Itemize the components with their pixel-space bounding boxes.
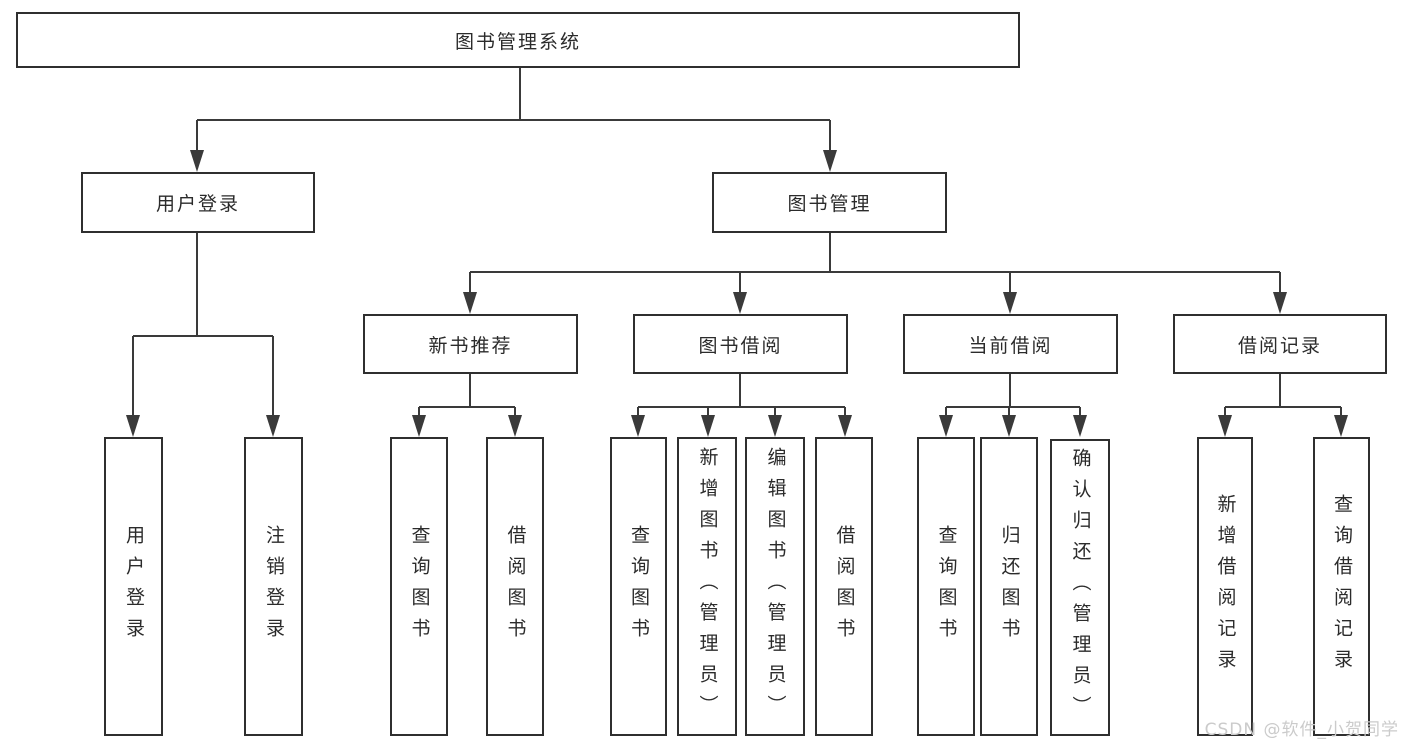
- node-book-management: 图书管理: [712, 172, 947, 233]
- leaf-query-books-recommend: 查询图书: [390, 437, 448, 736]
- node-user-login: 用户登录: [81, 172, 315, 233]
- leaf-user-login: 用户登录: [104, 437, 163, 736]
- leaf-return-books: 归还图书: [980, 437, 1038, 736]
- node-library-management-system: 图书管理系统: [16, 12, 1020, 68]
- leaf-add-book-admin: 新增图书（管理员）: [677, 437, 737, 736]
- node-current-borrowing: 当前借阅: [903, 314, 1118, 374]
- arrowheads: [126, 150, 1348, 437]
- leaf-confirm-return-admin: 确认归还（管理员）: [1050, 439, 1110, 736]
- leaf-borrow-books-recommend: 借阅图书: [486, 437, 544, 736]
- leaf-query-borrow-record: 查询借阅记录: [1313, 437, 1370, 736]
- node-borrowing-records: 借阅记录: [1173, 314, 1387, 374]
- csdn-watermark: CSDN @软件_小贺同学: [1204, 720, 1399, 740]
- leaf-edit-book-admin: 编辑图书（管理员）: [745, 437, 805, 736]
- leaf-add-borrow-record: 新增借阅记录: [1197, 437, 1253, 736]
- node-book-borrowing: 图书借阅: [633, 314, 848, 374]
- node-new-book-recommendation: 新书推荐: [363, 314, 578, 374]
- leaf-query-books-current: 查询图书: [917, 437, 975, 736]
- leaf-query-books-borrowing: 查询图书: [610, 437, 667, 736]
- leaf-borrow-books: 借阅图书: [815, 437, 873, 736]
- leaf-logout: 注销登录: [244, 437, 303, 736]
